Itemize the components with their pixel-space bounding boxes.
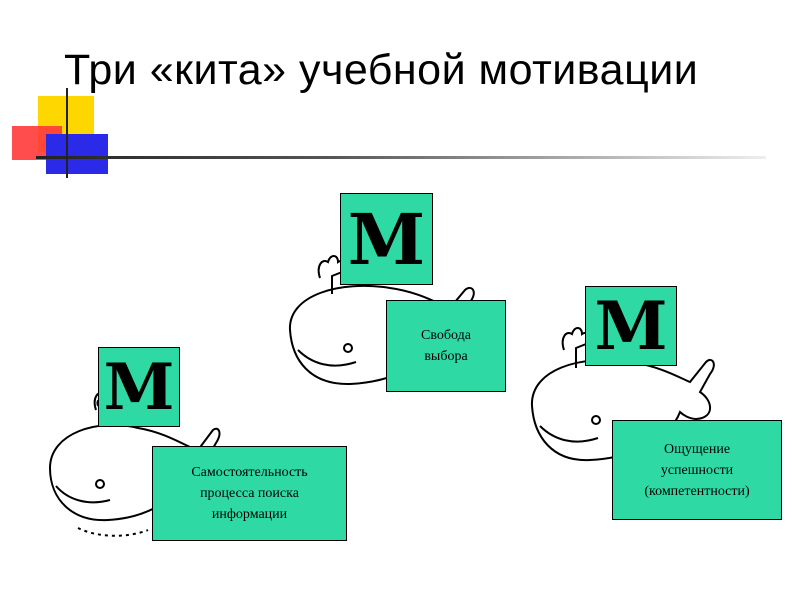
whale-right-text-box: Ощущение успешности (компетентности) [612,420,782,520]
whale-right-letter: М [594,287,668,365]
whale-right-line-1: Ощущение [663,441,731,457]
whale-right-m-box: М [585,286,677,366]
decor-blue-square [46,134,108,174]
title-underline [36,156,766,159]
whale-left-line-1: Самостоятельность [191,465,308,480]
whale-left-line-3: информации [211,507,288,522]
slide-title: Три «кита» учебной мотивации [64,46,699,94]
whale-right-icon [530,327,715,462]
whale-left-line-2: процесса поиска [200,486,299,501]
whale-center-letter: М [347,197,426,281]
whale-left-text-box: Самостоятельность процесса поиска информ… [152,446,347,541]
decor-vertical-line [66,88,68,178]
whale-right-line-2: успешности [660,462,734,478]
whale-center-line-2: выбора [424,349,468,364]
whale-right-line-3: (компетентности) [644,483,750,499]
whale-left-letter: М [103,349,175,425]
whale-center-line-1: Свобода [421,328,471,343]
whale-left-m-box: М [98,347,180,427]
whale-center-text-box: Свобода выбора [386,300,506,392]
whale-center-m-box: М [340,193,433,285]
